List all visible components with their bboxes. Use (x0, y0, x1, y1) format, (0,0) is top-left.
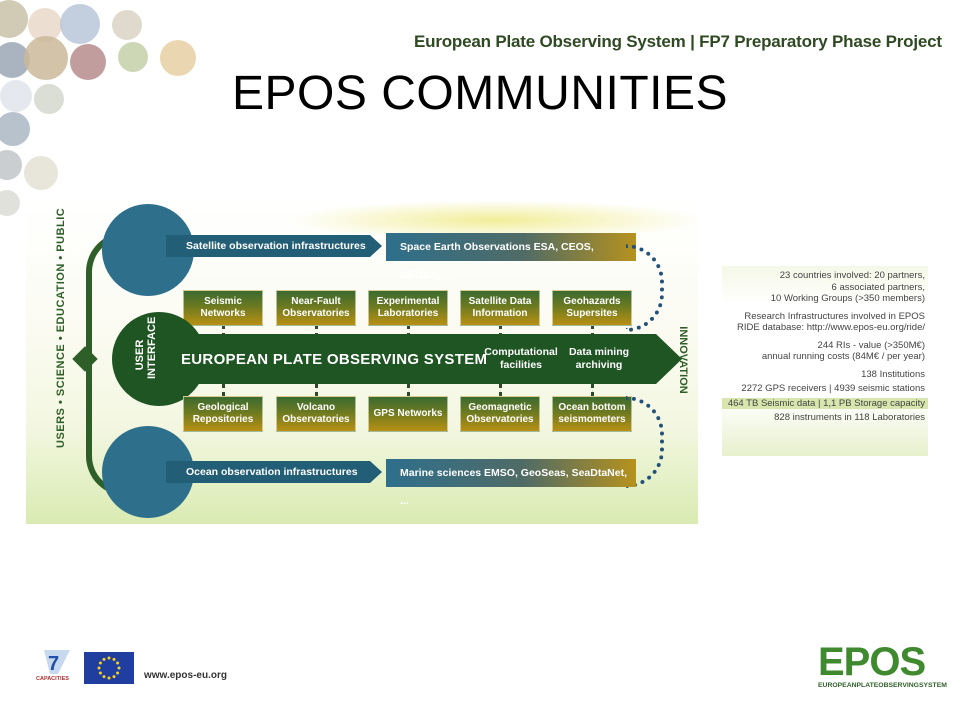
footer-url-link[interactable]: www.epos-eu.org (144, 670, 227, 681)
connector (407, 326, 410, 336)
photo-bubble (60, 4, 100, 44)
eu-flag-icon (84, 652, 134, 684)
fp7-logo: 7 CAPACITIES (36, 648, 76, 684)
users-side-label: USERS • SCIENCE • EDUCATION • PUBLIC (55, 207, 67, 448)
connector (222, 326, 225, 336)
ocean-arrow: Ocean observation infrastructures (166, 461, 382, 483)
epos-stats-panel: 23 countries involved: 20 partners, 6 as… (722, 266, 928, 456)
epos-main-arrow (146, 334, 682, 384)
connector (222, 384, 225, 396)
connector (591, 326, 594, 336)
epos-logo-subtitle: EUROPEANPLATEOBSERVINGSYSTEM (818, 682, 947, 689)
connector (499, 384, 502, 396)
box-experimental-laboratories: Experimental Laboratories (368, 290, 448, 326)
eu-stars-icon (97, 656, 121, 680)
photo-bubble (112, 10, 142, 40)
stat-row: 138 Institutions (861, 368, 925, 380)
box-geohazards-supersites: Geohazards Supersites (552, 290, 632, 326)
fp7-logo-graphic: 7 (44, 650, 70, 675)
stat-row: 828 instruments in 118 Laboratories (774, 412, 925, 423)
connector (315, 326, 318, 336)
box-near-fault-observatories: Near-Fault Observatories (276, 290, 356, 326)
stat-row: 2272 GPS receivers | 4939 seismic statio… (741, 383, 925, 394)
connector (315, 384, 318, 396)
stat-row: 10 Working Groups (>350 members) (770, 293, 925, 304)
connector (499, 326, 502, 336)
user-interface-label: USER INTERFACE (134, 316, 158, 379)
connector (407, 384, 410, 396)
user-interface-circle (112, 312, 206, 406)
stat-row: annual running costs (84M€ / per year) (761, 351, 925, 362)
photo-bubble (0, 80, 32, 112)
epos-logo: EPOS EUROPEANPLATEOBSERVINGSYSTEM (818, 640, 947, 694)
photo-bubble (0, 0, 28, 38)
ocean-box: Marine sciences EMSO, GeoSeas, SeaDtaNet… (386, 459, 636, 507)
project-title: European Plate Observing System | FP7 Pr… (414, 32, 942, 51)
stat-row: Research Infrastructures involved in EPO… (744, 310, 925, 322)
stat-row: 244 RIs - value (>350M€) (817, 339, 925, 351)
photo-bubble (0, 190, 20, 216)
box-ocean-bottom-seismometers: Ocean bottom seismometers (552, 396, 632, 432)
photo-bubble (34, 84, 64, 114)
svg-text:7: 7 (48, 653, 59, 675)
satellite-arrow: Satellite observation infrastructures (166, 235, 382, 257)
box-geomagnetic-observatories: Geomagnetic Observatories (460, 396, 540, 432)
data-mining-archiving-label: Data mining archiving (568, 346, 630, 371)
fp7-caption: CAPACITIES (36, 676, 69, 682)
box-volcano-observatories: Volcano Observatories (276, 396, 356, 432)
box-seismic-networks: Seismic Networks (183, 290, 263, 326)
stat-row: 23 countries involved: 20 partners, (779, 270, 925, 281)
connector (591, 384, 594, 396)
epos-bar-label: EUROPEAN PLATE OBSERVING SYSTEM (181, 351, 488, 368)
photo-bubble (0, 112, 30, 146)
box-geological-repositories: Geological Repositories (183, 396, 263, 432)
page-title: EPOS COMMUNITIES (231, 67, 729, 120)
box-satellite-data-information: Satellite Data Information (460, 290, 540, 326)
stat-row: RIDE database: http://www.epos-eu.org/ri… (737, 322, 925, 333)
epos-diagram: USERS • SCIENCE • EDUCATION • PUBLIC Sat… (26, 200, 698, 524)
computational-facilities-label: Computational facilities (484, 346, 558, 371)
stat-row-highlight: 464 TB Seismic data | 1,1 PB Storage cap… (722, 397, 928, 409)
photo-bubble (24, 36, 68, 80)
photo-bubble (24, 156, 58, 190)
stat-row: 6 associated partners, (831, 281, 925, 293)
decorative-photo-bubbles (0, 0, 230, 260)
photo-bubble (160, 40, 196, 76)
epos-logo-word: EPOS (818, 640, 926, 684)
satellite-box: Space Earth Observations ESA, CEOS, GEOS… (386, 233, 636, 281)
photo-bubble (70, 44, 106, 80)
innovation-label: INNOVATION (677, 326, 689, 394)
photo-bubble (0, 150, 22, 180)
photo-bubble (118, 42, 148, 72)
box-gps-networks: GPS Networks (368, 396, 448, 432)
